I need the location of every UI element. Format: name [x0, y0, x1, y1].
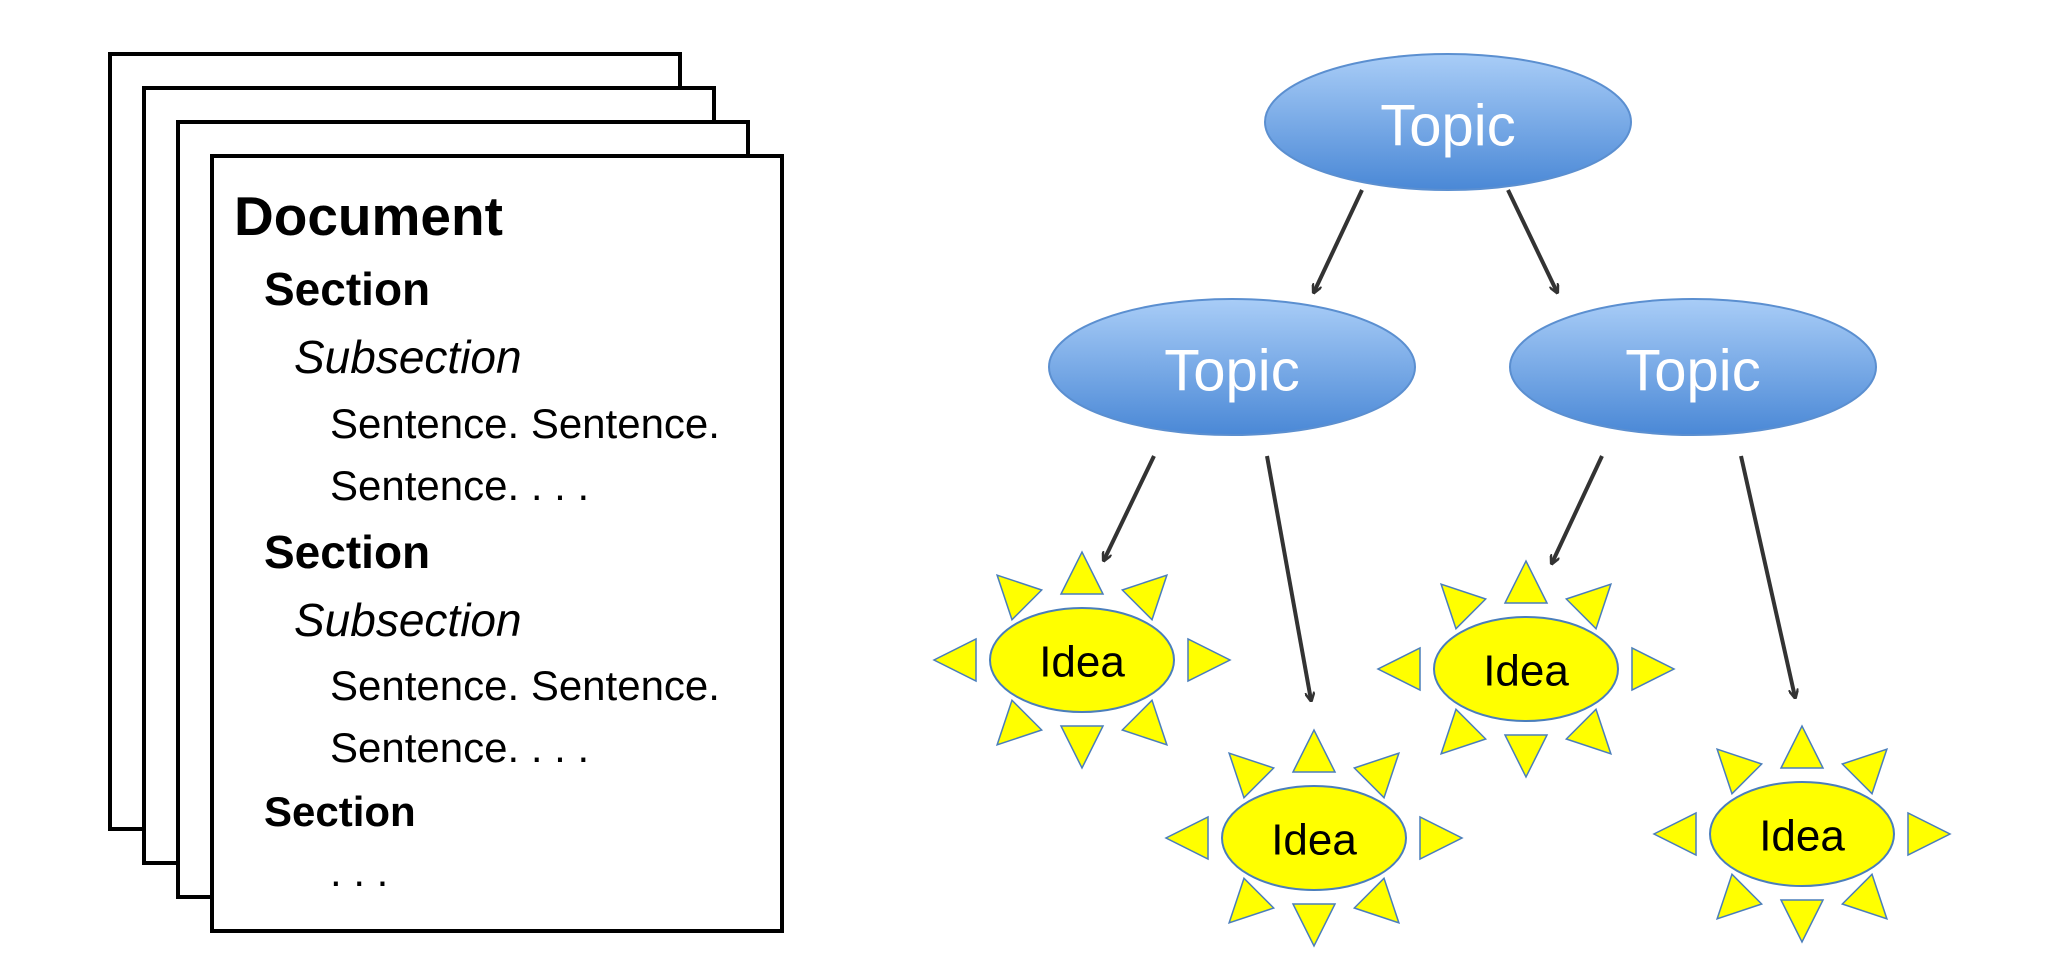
- section-heading-2: Section: [264, 526, 430, 578]
- sun-rays-icon: [1376, 559, 1676, 779]
- sentence-line-2b: Sentence. . . .: [330, 724, 589, 771]
- sun-ray: [1840, 747, 1889, 796]
- tree-arrows: [1104, 189, 1795, 700]
- sun-ray: [1291, 728, 1337, 773]
- topic-label-left: Topic: [1164, 339, 1299, 404]
- sun-ray: [1503, 734, 1549, 779]
- idea-ellipse-1: [989, 607, 1175, 713]
- sun-ray: [1376, 646, 1421, 692]
- arrow-right-to-idea-3: [1552, 455, 1604, 563]
- topic-ellipse-right: [1509, 298, 1877, 436]
- topic-node-left: Topic: [1048, 298, 1416, 436]
- idea-ellipse-3: [1433, 616, 1619, 722]
- sun-ray: [1059, 550, 1105, 595]
- subsection-heading-2: Subsection: [294, 594, 522, 646]
- sun-ray: [1652, 811, 1697, 857]
- sun-ray: [1779, 724, 1825, 769]
- arrow-left-to-idea-1: [1104, 455, 1156, 560]
- sun-ray: [932, 637, 977, 683]
- topic-ellipse-left: [1048, 298, 1416, 436]
- sun-ray: [1439, 707, 1488, 756]
- sun-rays-icon: [1164, 728, 1464, 948]
- arrow-left-to-idea-2: [1265, 455, 1311, 700]
- sentence-line-2a: Sentence. Sentence.: [330, 662, 720, 709]
- sun-ray: [1631, 646, 1676, 692]
- idea-sun-4: Idea: [1652, 724, 1952, 944]
- sun-ray: [1227, 876, 1276, 925]
- sun-ray: [1187, 637, 1232, 683]
- arrow-right-to-idea-4: [1739, 455, 1795, 697]
- section-heading-3: Section: [264, 788, 416, 835]
- sun-ray: [1120, 698, 1169, 747]
- idea-label-1: Idea: [1039, 638, 1125, 687]
- sentence-line-1a: Sentence. Sentence.: [330, 400, 720, 447]
- arrow-root-to-right: [1506, 189, 1557, 292]
- topic-node-root: Topic: [1264, 53, 1632, 191]
- sun-ray: [1907, 811, 1952, 857]
- sun-rays-icon: [932, 550, 1232, 770]
- idea-ellipse-4: [1709, 781, 1895, 887]
- sun-ray: [1715, 872, 1764, 921]
- sun-ray: [1779, 899, 1825, 944]
- idea-label-3: Idea: [1483, 647, 1569, 696]
- idea-sun-2: Idea: [1164, 728, 1464, 948]
- sun-ray: [995, 698, 1044, 747]
- sun-ray: [1227, 751, 1276, 800]
- sun-rays-icon: [1652, 724, 1952, 944]
- idea-label-4: Idea: [1759, 812, 1845, 861]
- idea-sun-3: Idea: [1376, 559, 1676, 779]
- section-heading-1: Section: [264, 263, 430, 315]
- sun-ray: [1439, 582, 1488, 631]
- topic-label-root: Topic: [1380, 94, 1515, 159]
- sun-ray: [1564, 707, 1613, 756]
- idea-sun-1: Idea: [932, 550, 1232, 770]
- topic-ellipse-root: [1264, 53, 1632, 191]
- arrow-root-to-left: [1314, 189, 1364, 292]
- idea-ellipse-2: [1221, 785, 1407, 891]
- sun-ray: [1840, 872, 1889, 921]
- topic-label-right: Topic: [1625, 339, 1760, 404]
- sentence-line-1b: Sentence. . . .: [330, 462, 589, 509]
- sun-ray: [1291, 903, 1337, 948]
- sun-ray: [1503, 559, 1549, 604]
- sun-ray: [995, 573, 1044, 622]
- sun-ray: [1715, 747, 1764, 796]
- sun-ray: [1059, 725, 1105, 770]
- sun-ray: [1164, 815, 1209, 861]
- sun-ray: [1352, 751, 1401, 800]
- topic-node-right: Topic: [1509, 298, 1877, 436]
- document-ellipsis: . . .: [330, 848, 388, 895]
- subsection-heading-1: Subsection: [294, 331, 522, 383]
- document-title: Document: [234, 185, 503, 247]
- sun-ray: [1352, 876, 1401, 925]
- sun-ray: [1120, 573, 1169, 622]
- sun-ray: [1419, 815, 1464, 861]
- sun-ray: [1564, 582, 1613, 631]
- document-stack: Document Section Subsection Sentence. Se…: [108, 52, 784, 933]
- page-front: [210, 154, 784, 933]
- idea-label-2: Idea: [1271, 816, 1357, 865]
